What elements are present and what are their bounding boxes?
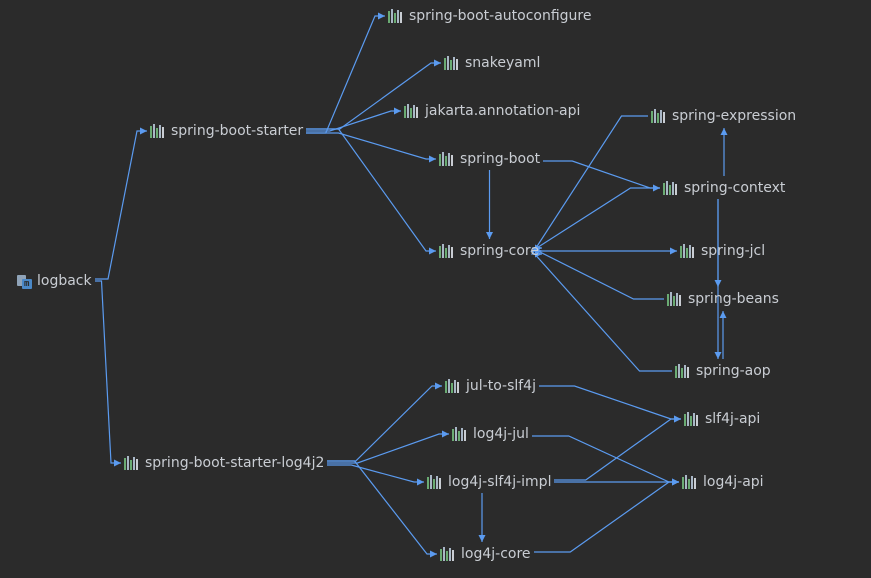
library-icon [684,412,700,426]
node-label: spring-core [460,243,539,259]
node-spring-core[interactable]: spring-core [439,242,539,260]
node-log4j-api[interactable]: log4j-api [682,473,764,491]
edge-logback-to-spring_boot_starter_log4j2 [95,280,121,467]
edge-spring_boot-to-spring_context [543,160,660,192]
library-icon [427,475,443,489]
node-label: spring-jcl [701,243,766,259]
node-label: slf4j-api [705,411,761,427]
node-spring-boot-autoconfigure[interactable]: spring-boot-autoconfigure [388,7,591,25]
edge-log4j_slf4j_impl-to-slf4j_api [554,415,681,481]
node-jakarta-annotation-api[interactable]: jakarta.annotation-api [404,102,580,120]
node-label: log4j-core [461,546,531,562]
node-label: spring-boot [460,151,541,167]
node-log4j-jul[interactable]: log4j-jul [452,425,529,443]
edge-spring_boot_starter-to-spring_boot [306,132,436,163]
library-icon [444,56,460,70]
node-spring-boot-starter[interactable]: spring-boot-starter [150,122,303,140]
node-log4j-core[interactable]: log4j-core [440,545,531,563]
library-icon [445,379,461,393]
node-jul-to-slf4j[interactable]: jul-to-slf4j [445,377,536,395]
edge-spring_boot_starter_log4j2-to-log4j_slf4j_impl [327,464,424,486]
edge-spring_aop-to-spring_core [530,247,672,372]
edge-spring_boot_starter_log4j2-to-log4j_core [327,460,437,558]
edge-spring_expression-to-spring_core [530,115,648,258]
node-label: snakeyaml [465,55,541,71]
node-label: spring-beans [688,291,779,307]
node-label: jakarta.annotation-api [425,103,581,119]
library-icon [124,456,140,470]
library-icon [667,292,683,306]
node-logback[interactable]: m logback [16,272,92,290]
node-label: spring-boot-starter [171,123,304,139]
node-spring-expression[interactable]: spring-expression [651,107,796,125]
library-icon [663,181,679,195]
node-label: spring-boot-autoconfigure [409,8,592,24]
node-label: spring-aop [696,363,771,379]
library-icon [439,244,455,258]
edge-spring_boot_starter_log4j2-to-log4j_jul [327,430,449,464]
node-spring-context[interactable]: spring-context [663,179,785,197]
node-label: logback [37,273,92,289]
library-icon [388,9,404,23]
edge-spring_context-to-spring_core [529,187,660,255]
node-label: spring-boot-starter-log4j2 [145,455,325,471]
node-spring-jcl[interactable]: spring-jcl [680,242,765,260]
library-icon [150,124,166,138]
node-label: spring-context [684,180,786,196]
edge-spring_boot_starter_log4j2-to-jul_to_slf4j [327,382,442,462]
library-icon [404,104,420,118]
edge-spring_boot_starter-to-jakarta_annotation_api [306,107,401,132]
edge-logback-to-spring_boot_starter [95,127,147,280]
library-icon [439,152,455,166]
node-spring-boot-starter-log4j2[interactable]: spring-boot-starter-log4j2 [124,454,324,472]
node-label: log4j-jul [473,426,529,442]
library-icon [675,364,691,378]
edge-spring_boot_starter-to-spring_core [306,128,436,255]
node-snakeyaml[interactable]: snakeyaml [444,54,540,72]
node-label: jul-to-slf4j [466,378,536,394]
maven-module-icon: m [16,273,32,289]
node-log4j-slf4j-impl[interactable]: log4j-slf4j-impl [427,473,551,491]
edge-log4j_jul-to-log4j_api [532,435,679,486]
node-spring-boot[interactable]: spring-boot [439,150,540,168]
library-icon [682,475,698,489]
node-label: log4j-slf4j-impl [448,474,552,490]
node-label: spring-expression [672,108,797,124]
library-icon [452,427,468,441]
node-spring-aop[interactable]: spring-aop [675,362,771,380]
library-icon [680,244,696,258]
node-spring-beans[interactable]: spring-beans [667,290,779,308]
library-icon [440,547,456,561]
edge-log4j_core-to-log4j_api [534,478,679,553]
library-icon [651,109,667,123]
node-slf4j-api[interactable]: slf4j-api [684,410,760,428]
edge-spring_boot_starter-to-spring_boot_autoconfigure [306,12,385,134]
edge-jul_to_slf4j-to-slf4j_api [539,385,681,423]
node-label: log4j-api [703,474,764,490]
